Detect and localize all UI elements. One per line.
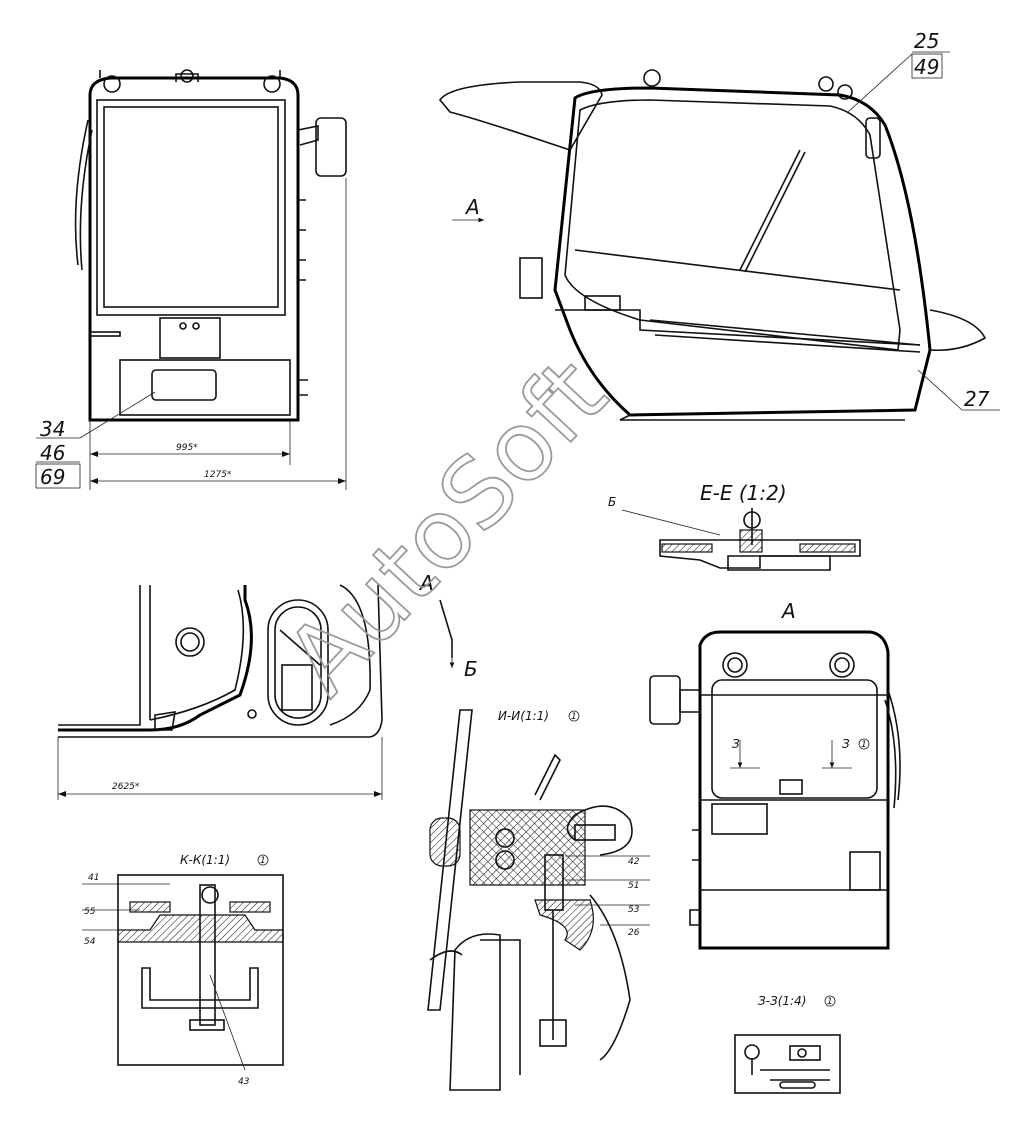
rev-mark-zz-view: 1	[861, 740, 867, 750]
callout-46: 46	[40, 441, 65, 465]
callout-55: 55	[84, 907, 96, 917]
watermark: AutoSoft	[265, 338, 628, 716]
section-zz: З-З(1:4) 1	[734, 994, 841, 1094]
view-a-partial: А Б 2625*	[57, 571, 478, 800]
dim-width-outer: 1275*	[204, 470, 232, 480]
rev-mark-zz: 1	[827, 997, 833, 1007]
section-kk: К-К(1:1) 1 41 55 54 43	[82, 853, 284, 1087]
front-view: 995* 1275* 34 46 69	[35, 69, 347, 490]
callout-51: 51	[628, 881, 639, 891]
callout-27: 27	[964, 387, 990, 411]
callout-41: 41	[88, 873, 99, 883]
callout-26: 26	[628, 928, 640, 938]
view-a-arrow-label: А	[464, 195, 480, 219]
side-view: А 25 49 27	[439, 29, 1000, 421]
callout-25: 25	[914, 29, 939, 53]
z-mark-left: З	[732, 737, 740, 751]
view-b-label: Б	[464, 657, 478, 681]
z-mark-right: З	[842, 737, 850, 751]
section-ee: Е-Е (1:2) Б	[608, 481, 861, 571]
callout-43: 43	[238, 1077, 250, 1087]
dim-length: 2625*	[112, 782, 140, 792]
rev-mark-kk: 1	[260, 856, 266, 866]
section-ii-title: И-И(1:1)	[498, 709, 549, 723]
view-a-label: А	[418, 571, 434, 595]
view-a-top-label: А	[780, 599, 796, 623]
callout-49: 49	[914, 55, 939, 79]
b-ref-label: Б	[608, 495, 616, 509]
dim-width-inner: 995*	[176, 443, 198, 453]
callout-54: 54	[84, 937, 96, 947]
section-zz-title: З-З(1:4)	[758, 994, 806, 1008]
callout-53: 53	[628, 905, 640, 915]
rev-mark-ii: 1	[571, 712, 577, 722]
callout-42: 42	[628, 857, 640, 867]
section-ii: И-И(1:1) 1 42 51 53 26	[427, 709, 650, 1091]
rear-view: А З З 1	[649, 599, 901, 950]
callout-34: 34	[40, 417, 65, 441]
section-kk-title: К-К(1:1)	[180, 853, 230, 867]
section-ee-title: Е-Е (1:2)	[700, 481, 787, 505]
callout-69: 69	[40, 465, 65, 489]
